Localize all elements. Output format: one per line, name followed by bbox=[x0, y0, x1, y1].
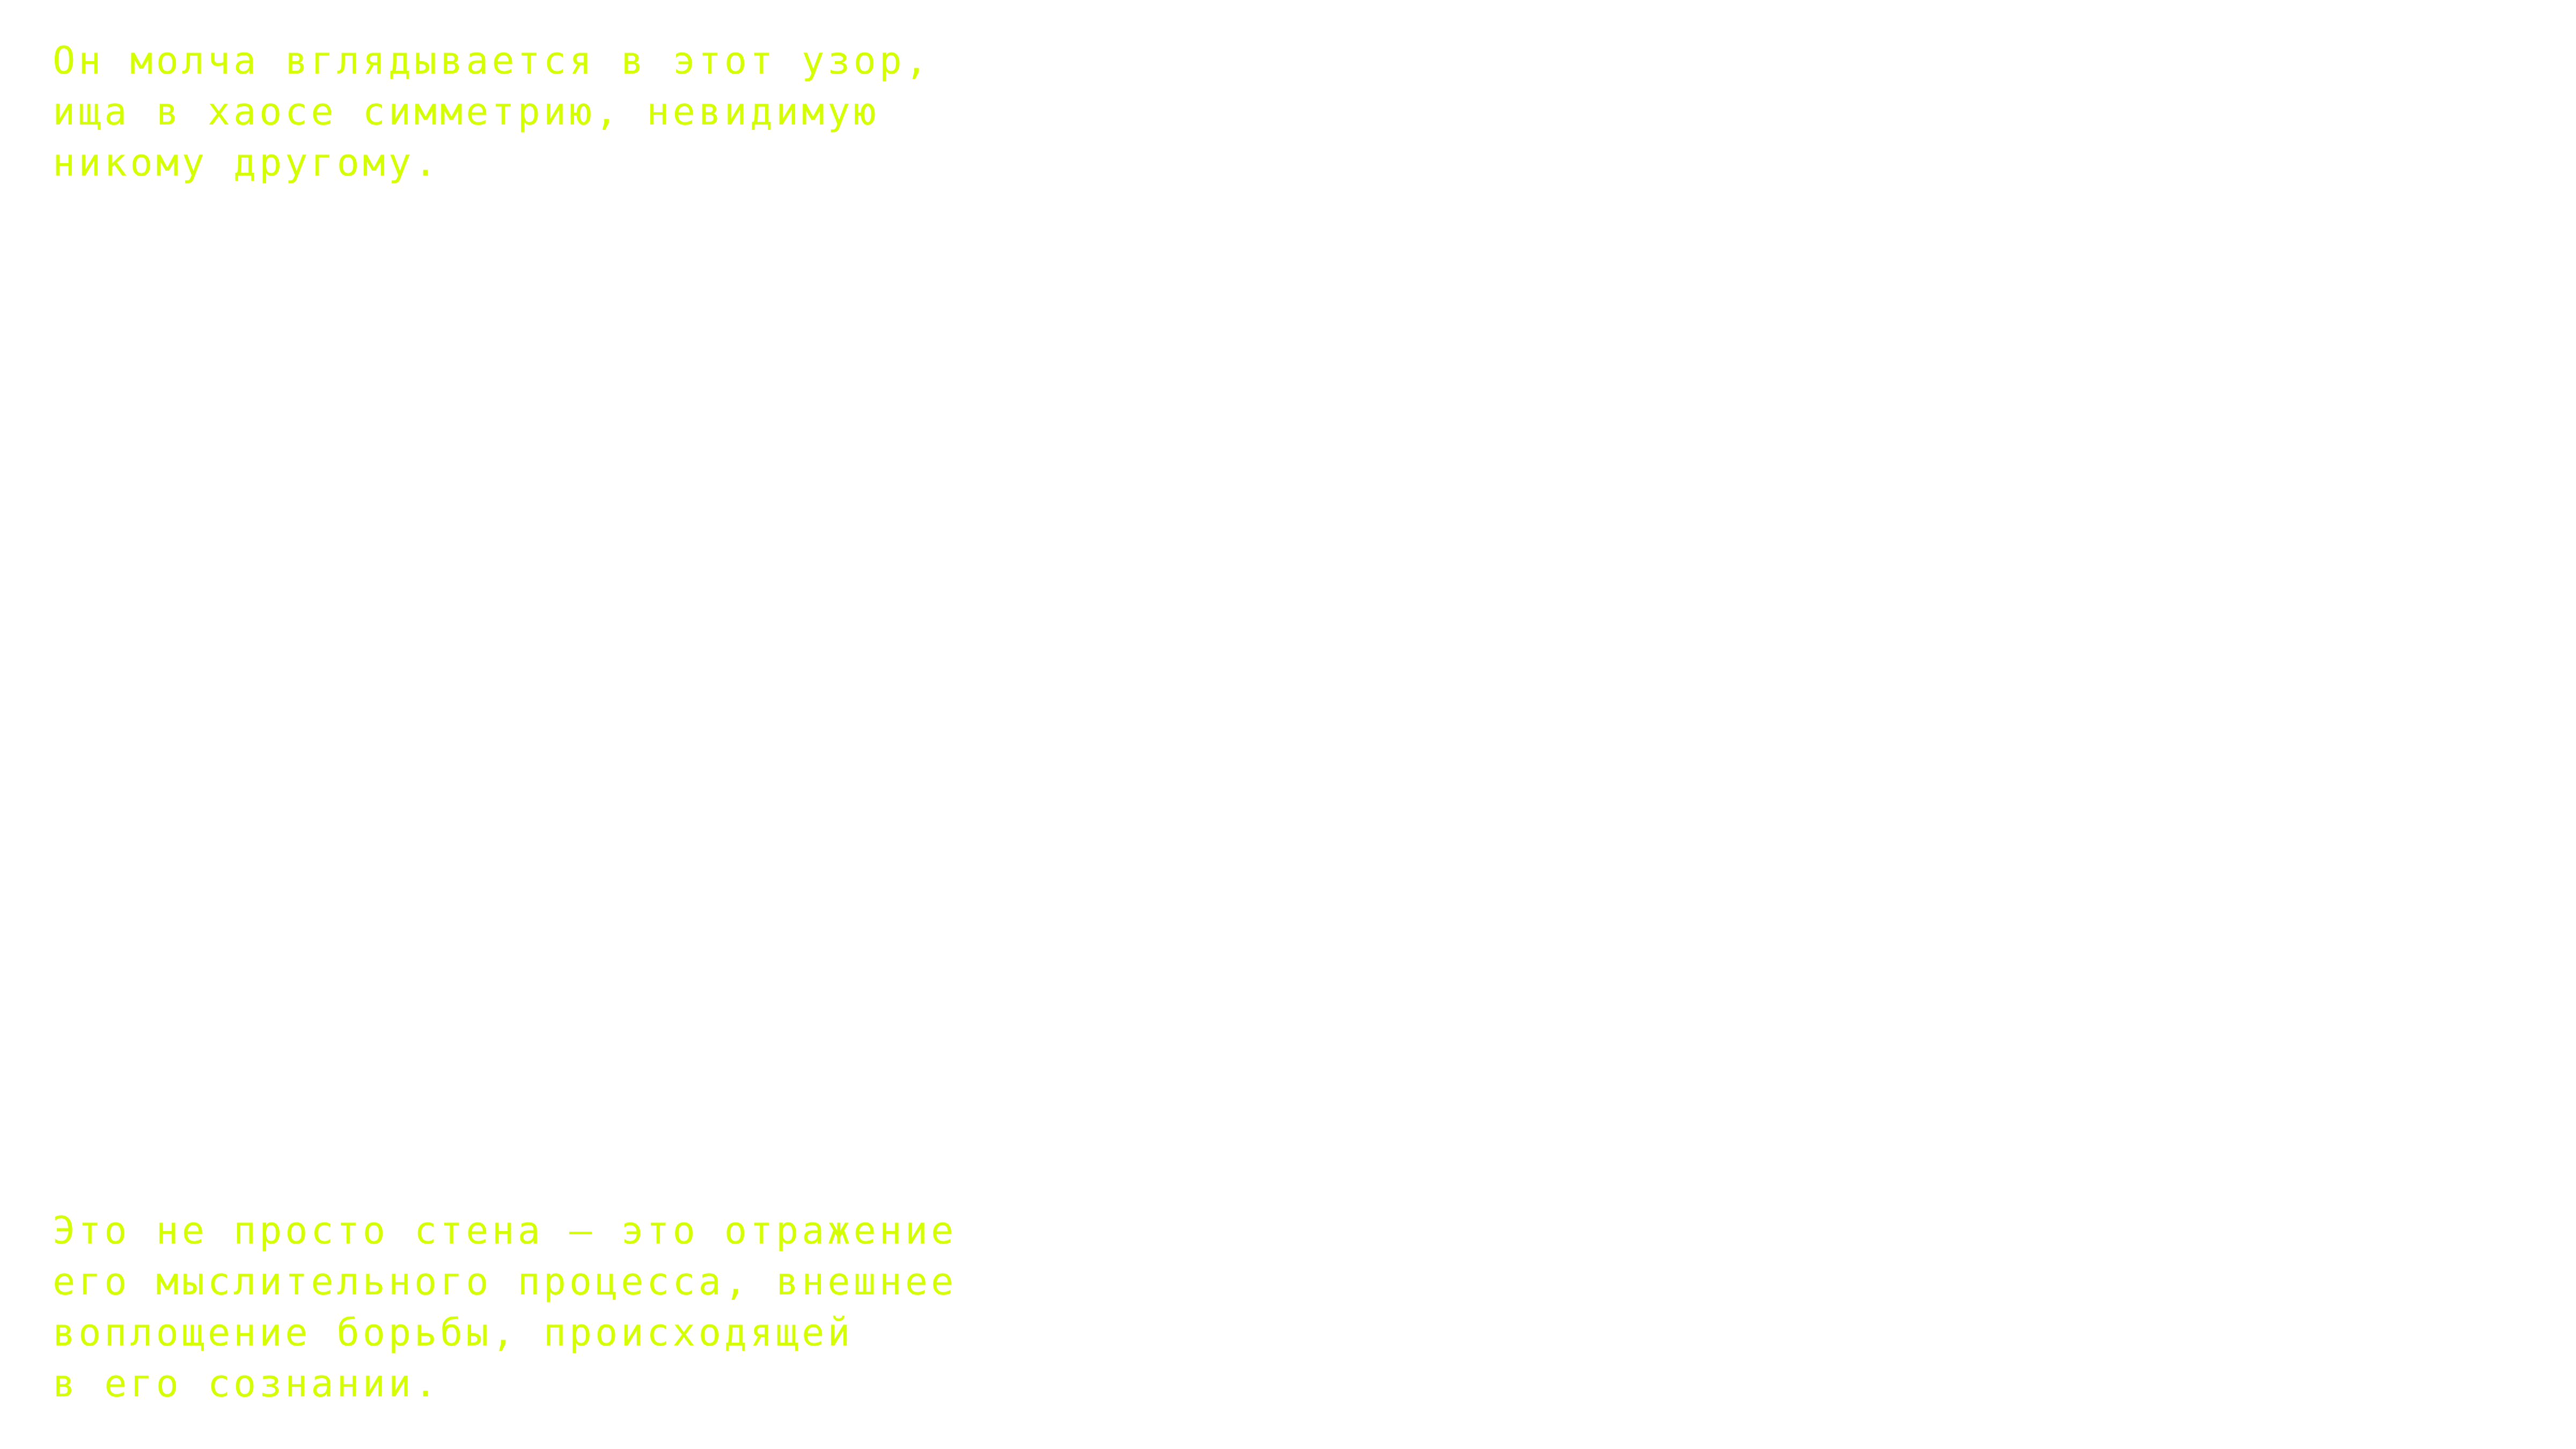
caption-line: в его сознании. bbox=[53, 1362, 441, 1406]
caption-line: воплощение борьбы, происходящей bbox=[53, 1311, 854, 1355]
top-caption: Он молча вглядывается в этот узор, ища в… bbox=[53, 35, 931, 188]
bottom-caption: Это не просто стена — это отражение его … bbox=[53, 1205, 957, 1409]
caption-line: его мыслительного процесса, внешнее bbox=[53, 1260, 957, 1304]
caption-line: Он молча вглядывается в этот узор, bbox=[53, 39, 931, 83]
caption-line: никому другому. bbox=[53, 141, 441, 185]
caption-line: Это не просто стена — это отражение bbox=[53, 1209, 957, 1253]
caption-line: ища в хаосе симметрию, невидимую bbox=[53, 90, 879, 134]
